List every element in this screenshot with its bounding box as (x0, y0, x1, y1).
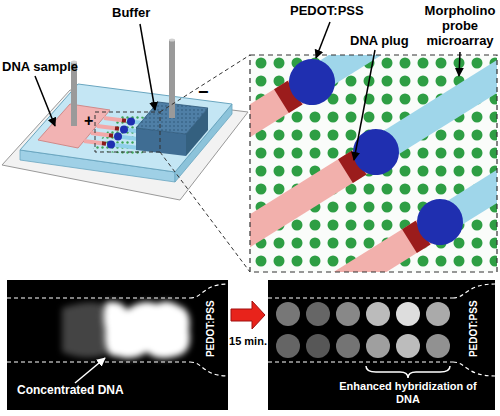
part-label: PEDOT:PSS (290, 4, 364, 19)
part-label: DNA plug (350, 34, 409, 49)
polarity-sign: − (198, 82, 209, 103)
part-label: Buffer (112, 6, 150, 21)
part-label: DNA sample (2, 60, 78, 75)
process-arrow (231, 301, 265, 329)
image-label: Enhanced hybridization of DNA (333, 380, 483, 405)
region-label: PEDOT:PSS (468, 289, 480, 369)
edge-label: 15 min. (218, 335, 278, 348)
part-label: Morpholino probe microarray (420, 4, 500, 49)
micrograph-panel: Enhanced hybridization of DNA PEDOT:PSS (268, 280, 495, 410)
image-label: Concentrated DNA (17, 384, 147, 398)
micrograph-panel: Concentrated DNA PEDOT:PSS (7, 280, 228, 410)
region-label: PEDOT:PSS (205, 289, 217, 369)
polarity-sign: + (84, 112, 93, 130)
